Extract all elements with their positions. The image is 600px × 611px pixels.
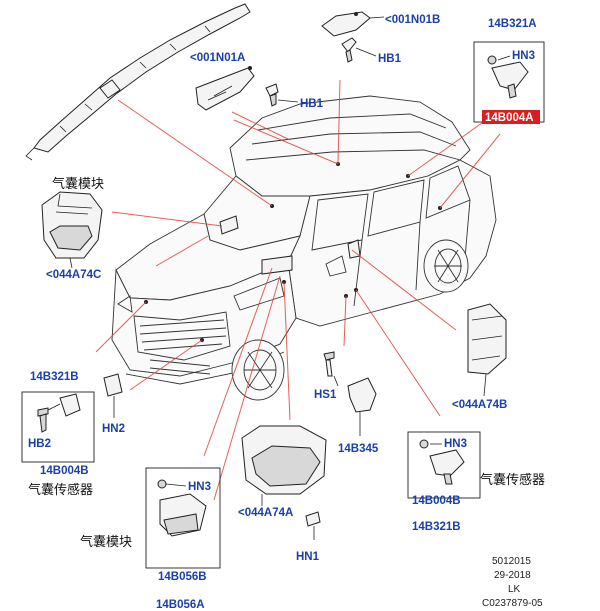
bracket-hn2 <box>103 373 123 418</box>
label-14b056b: 14B056B <box>158 571 207 583</box>
reference-code: LK <box>508 584 521 595</box>
label-14b345: 14B345 <box>338 443 379 455</box>
label-hb1-top: HB1 <box>378 53 402 65</box>
airbag-module-left <box>41 191 103 269</box>
label-airbag-module-left: 气囊模块 <box>52 176 104 192</box>
label-001n01a: <001N01A <box>190 52 245 64</box>
connector-001n01b <box>321 11 385 37</box>
label-14b004b-right: 14B004B <box>412 495 461 507</box>
sensor-14b345 <box>323 351 377 436</box>
connector-001n01a <box>195 66 255 111</box>
label-hn3-top-right: HN3 <box>512 50 535 62</box>
bolt-hn1 <box>305 511 321 540</box>
label-14b321b-left: 14B321B <box>30 371 79 383</box>
highlight-14b004a <box>482 110 540 124</box>
curtain-airbag <box>25 3 251 161</box>
vehicle-outline <box>111 95 497 401</box>
label-hs1: HS1 <box>314 389 337 401</box>
bolt-hb1-left <box>265 83 299 107</box>
airbag-044a74a <box>241 425 327 506</box>
label-hb2: HB2 <box>28 438 51 450</box>
label-airbag-module-bottom: 气囊模块 <box>80 534 132 550</box>
label-14b056a: 14B056A <box>156 599 205 611</box>
label-hb1-left: HB1 <box>300 98 324 110</box>
sensor-group-14b321b-left <box>21 391 95 463</box>
label-14b004a: 14B004A <box>485 112 534 124</box>
label-001n01b: <001N01B <box>385 14 440 26</box>
label-044a74c: <044A74C <box>46 269 101 281</box>
reference-number: 5012015 <box>492 556 531 567</box>
reference-date: 29-2018 <box>494 570 531 581</box>
label-hn1: HN1 <box>296 551 320 563</box>
label-hn2: HN2 <box>102 423 125 435</box>
label-airbag-sensor-left: 气囊传感器 <box>28 482 93 498</box>
sensor-group-14b004b-right <box>407 431 481 499</box>
red-leader-lines <box>95 79 501 501</box>
label-14b321b-right: 14B321B <box>412 521 461 533</box>
label-044a74b: <044A74B <box>452 399 507 411</box>
sensor-group-14b321a <box>473 41 545 123</box>
label-14b321a: 14B321A <box>488 18 537 30</box>
bolt-hb1-top <box>341 37 377 63</box>
label-14b004b-left: 14B004B <box>40 465 89 477</box>
label-airbag-sensor-right: 气囊传感器 <box>480 472 545 488</box>
airbag-044a74b <box>467 303 507 397</box>
module-group-14b056b <box>145 467 221 569</box>
reference-drawing-id: C0237879-05 <box>482 598 543 609</box>
label-hn3-bottom-right: HN3 <box>444 438 467 450</box>
label-044a74a: <044A74A <box>238 507 293 519</box>
label-hn3-middle: HN3 <box>188 481 211 493</box>
